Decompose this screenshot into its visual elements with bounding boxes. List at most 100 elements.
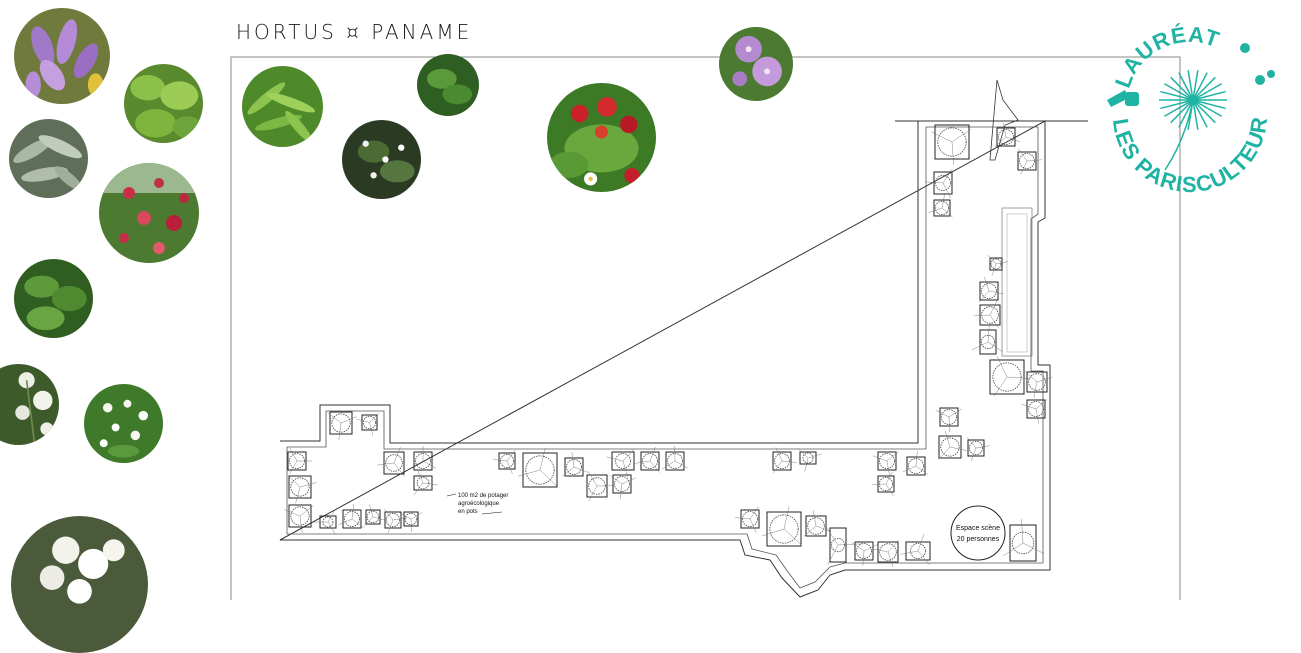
- plant-leader-line: [926, 182, 943, 183]
- plant-leader-line: [423, 461, 436, 468]
- plant-leader-line: [988, 324, 989, 342]
- plant-leader-line: [936, 410, 949, 417]
- plant-leader-line: [622, 478, 636, 484]
- radish-icon: [1240, 43, 1275, 85]
- plant-leader-line: [997, 356, 1007, 377]
- plant-leader-line: [1036, 399, 1047, 409]
- plant-leader-line: [1003, 543, 1023, 556]
- plant-leader-line: [675, 461, 688, 468]
- plant-leader-line: [762, 529, 784, 536]
- plant-leader-line: [623, 449, 635, 461]
- dandelion-icon: [1159, 70, 1227, 170]
- plant-leader-line: [949, 417, 950, 432]
- herb-photo: [417, 54, 479, 116]
- plant-leader-line: [384, 509, 393, 520]
- strawberry-photo: [547, 83, 656, 192]
- plant-leader-line: [373, 517, 386, 520]
- plant-leader-line: [949, 409, 962, 417]
- plant-leader-line: [750, 507, 759, 519]
- potager-note-line-3: en pots: [458, 509, 478, 515]
- plant-leader-line: [588, 471, 597, 486]
- plant-leader-line: [394, 447, 400, 463]
- stage-label-line-1: Espace scène: [956, 525, 1000, 532]
- plant-leader-line: [952, 142, 954, 165]
- potager-note-line-2: agroécologique: [458, 501, 500, 507]
- sage-photo: [9, 119, 88, 198]
- plant-leader-line: [650, 461, 660, 473]
- plant-leader-line: [338, 519, 352, 525]
- plant-leader-line: [290, 448, 297, 461]
- plant-leader-line: [370, 423, 373, 436]
- plant-leader-line: [994, 377, 1007, 396]
- plant-leader-line: [574, 467, 588, 472]
- plant-leader-line: [916, 466, 928, 475]
- plant-leader-line: [988, 255, 996, 264]
- plant-leader-line: [979, 291, 989, 302]
- stage-label-line-2: 20 personnes: [957, 536, 1000, 543]
- plant-leader-line: [900, 551, 918, 554]
- plant-leader-line: [773, 461, 782, 473]
- plant-leader-line: [1022, 519, 1023, 543]
- white-flower-photo: [11, 516, 148, 653]
- plant-leader-line: [864, 544, 878, 551]
- plant-leader-line: [352, 519, 364, 528]
- plant-leader-line: [662, 461, 675, 469]
- plant-leader-line: [808, 454, 821, 458]
- plant-leader-line: [886, 484, 893, 496]
- plant-leader-line: [289, 461, 297, 474]
- plant-leader-line: [562, 467, 574, 476]
- plant-leader-line: [300, 516, 302, 533]
- green-foliage-photo: [14, 259, 93, 338]
- chimney: [990, 80, 1018, 160]
- plant-leader-line: [838, 544, 861, 545]
- plant-leader-line: [805, 458, 808, 472]
- laureat-badge: LAURÉAT LES PARISCULTEURS: [1095, 10, 1285, 210]
- mallow-photo: [719, 27, 793, 101]
- plant-leader-line: [918, 534, 924, 551]
- plant-leader-line: [356, 419, 369, 422]
- plant-leader-line: [518, 470, 540, 476]
- plant-leader-line: [606, 457, 623, 461]
- plant-leader-line: [1022, 404, 1036, 409]
- plant-leader-line: [813, 510, 816, 526]
- plant-leader-line: [540, 470, 557, 486]
- plant-leader-line: [364, 517, 373, 526]
- plant-leader-line: [423, 483, 438, 485]
- plant-leader-line: [507, 450, 515, 461]
- plant-leader-line: [1021, 161, 1027, 175]
- stage-circle: [951, 506, 1005, 560]
- plant-leader-line: [410, 461, 423, 469]
- plant-leader-line: [776, 447, 782, 461]
- plant-leader-line: [990, 315, 999, 328]
- plant-leader-line: [942, 194, 945, 208]
- plant-leader-line: [1023, 543, 1044, 554]
- plant-leader-line: [507, 461, 512, 474]
- plant-leader-line: [931, 132, 952, 142]
- watering-can-icon: [1107, 90, 1139, 107]
- plant-leader-line: [369, 505, 373, 517]
- plant-leader-line: [370, 413, 380, 423]
- potager-note-line-1: 100 m2 de potager: [458, 493, 508, 499]
- plant-leader-line: [872, 484, 886, 485]
- plant-leader-line: [288, 475, 300, 487]
- plant-leader-line: [589, 486, 597, 501]
- badge-text-top: LAURÉAT: [1110, 22, 1223, 91]
- plant-leader-line: [540, 448, 545, 470]
- plant-leader-line: [750, 519, 756, 533]
- small-white-flower-photo: [342, 120, 421, 199]
- plant-leader-line: [341, 417, 357, 423]
- plant-leader-line: [784, 529, 801, 544]
- plant-leader-line: [873, 456, 887, 461]
- plant-leader-line: [339, 423, 341, 440]
- plant-leader-line: [984, 277, 989, 291]
- woodruff-photo: [84, 384, 163, 463]
- bench: [1002, 208, 1032, 356]
- red-flower-bush-photo: [99, 163, 199, 263]
- fern-leaf-photo: [242, 66, 323, 147]
- crocus-photo: [14, 8, 110, 104]
- plant-leader-line: [784, 507, 789, 529]
- plant-leader-line: [902, 466, 916, 472]
- dandelion-center: [1189, 96, 1197, 104]
- plant-leader-line: [887, 452, 899, 461]
- lemon-balm-photo: [124, 64, 203, 143]
